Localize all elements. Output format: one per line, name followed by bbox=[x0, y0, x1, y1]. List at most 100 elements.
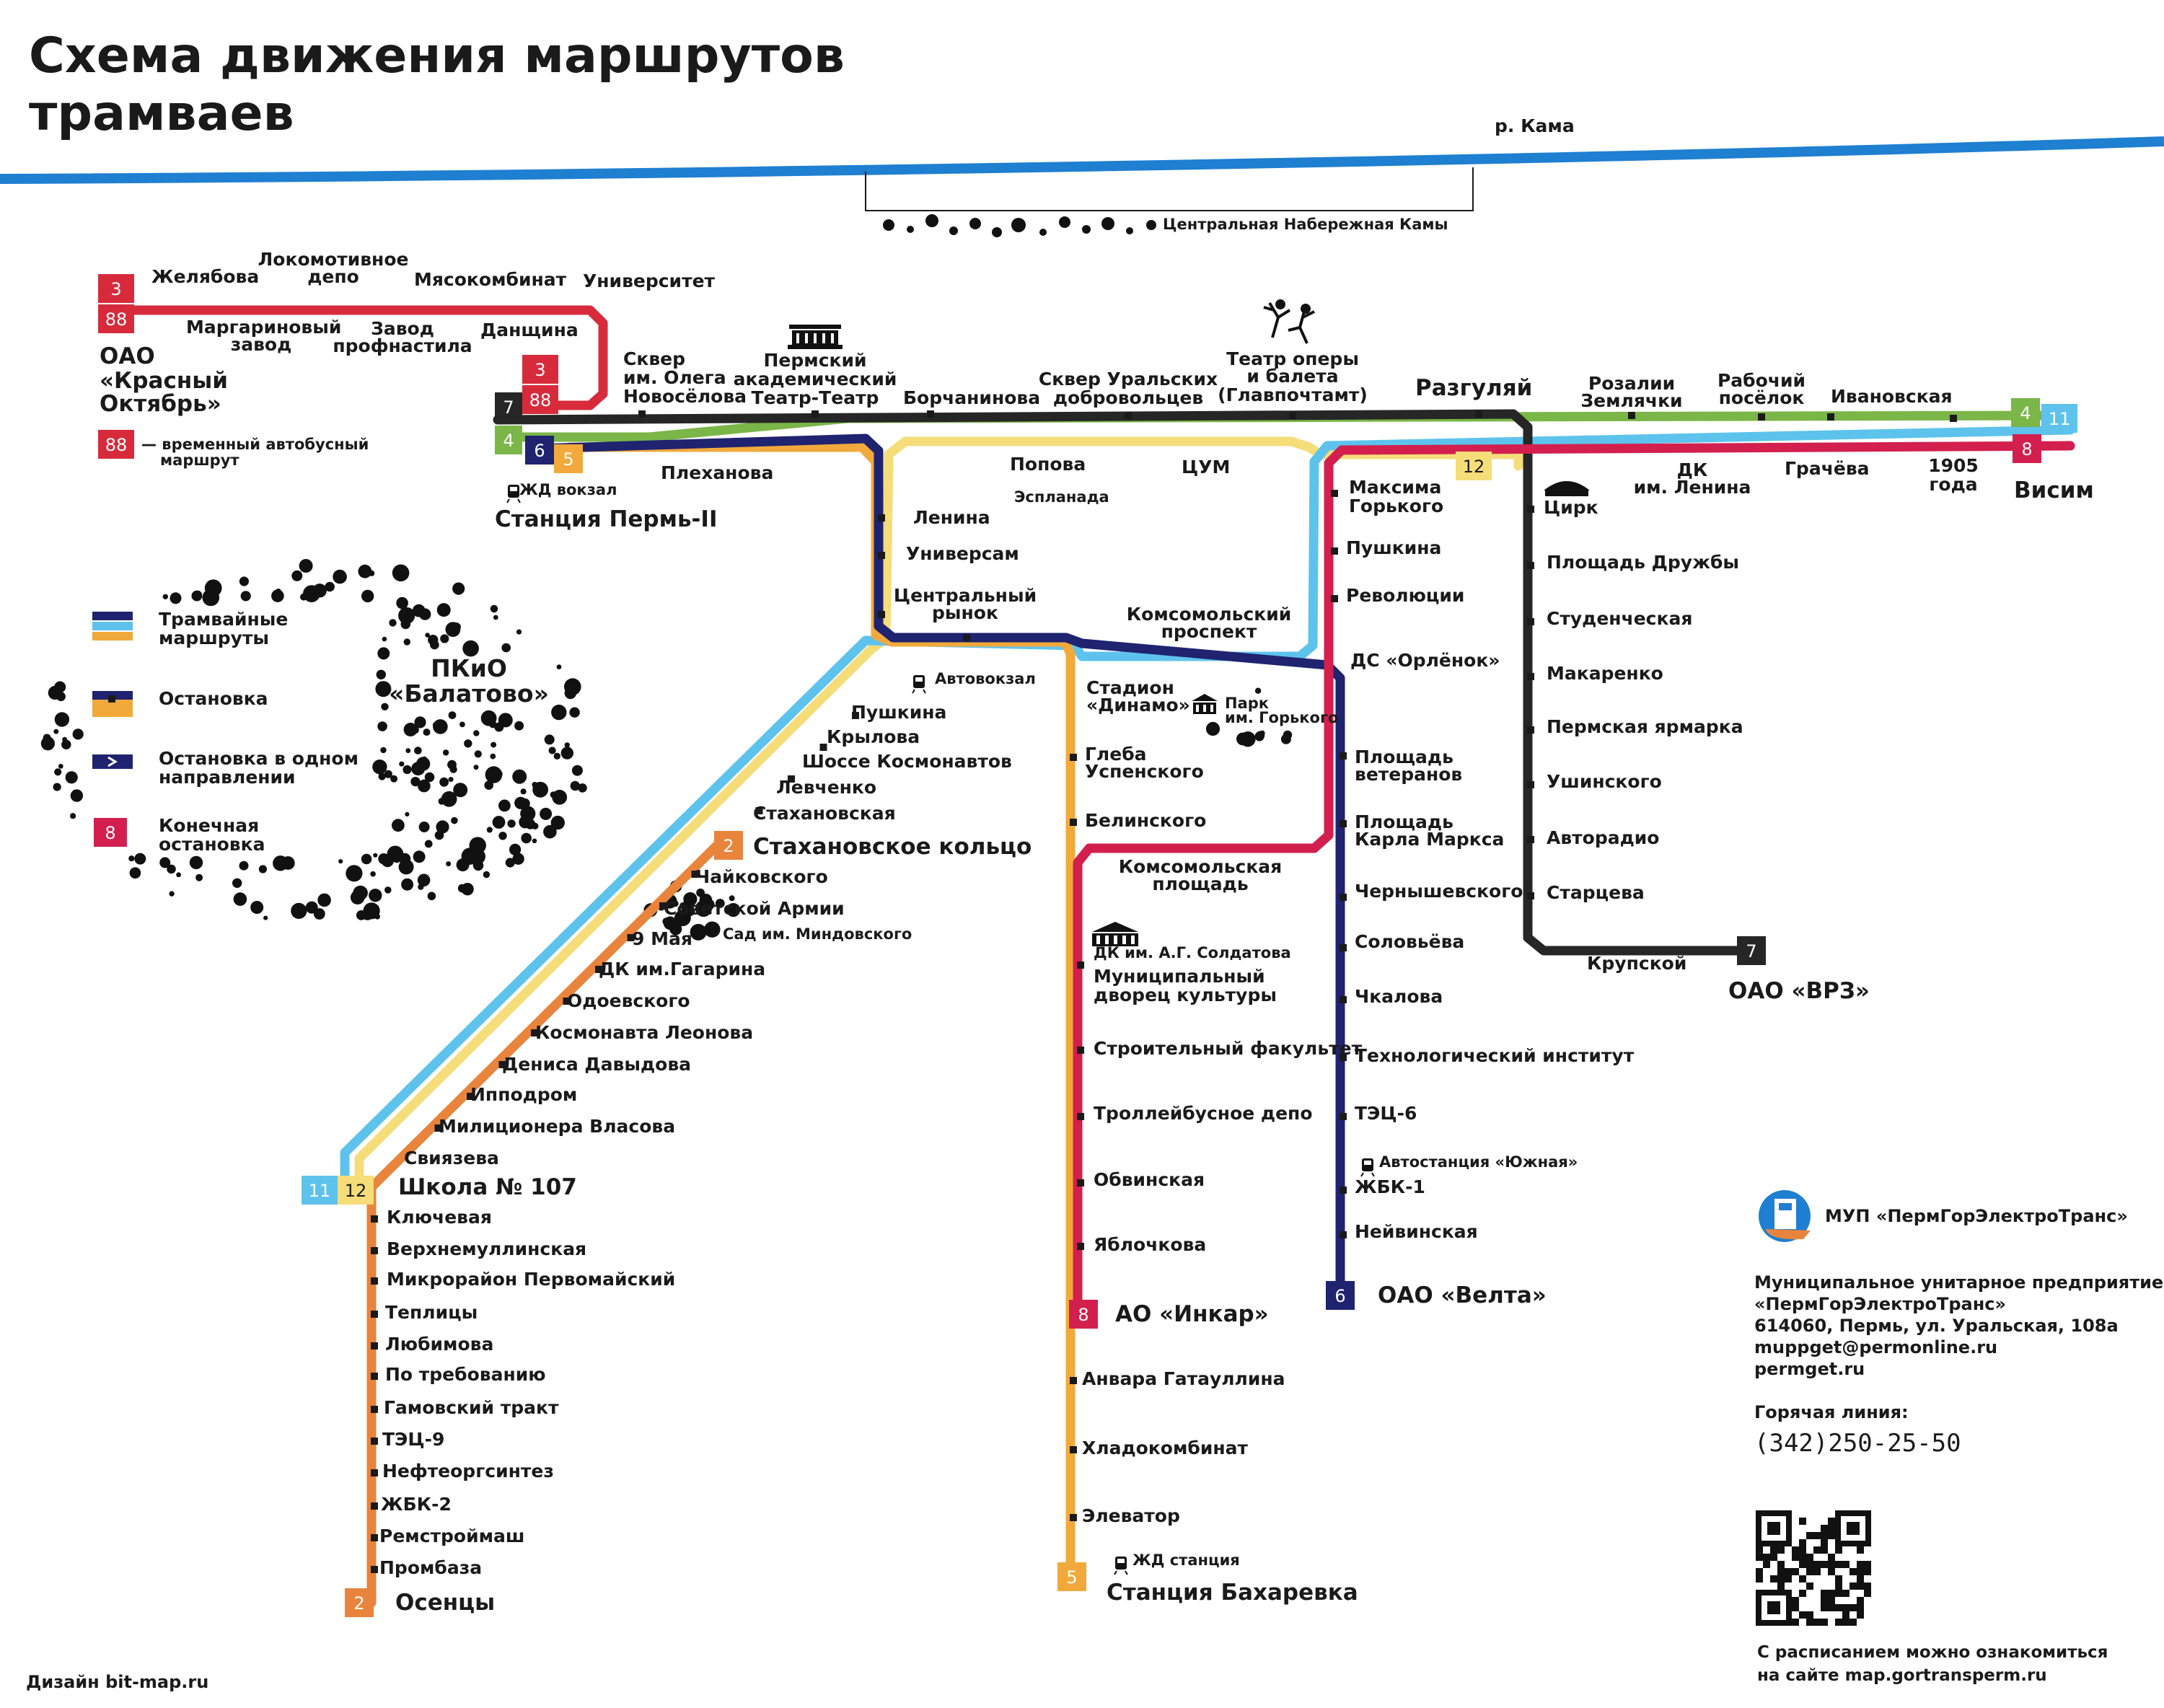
station-label-stroifak: Строительный факультет bbox=[1094, 1038, 1363, 1059]
train-icon bbox=[1114, 1557, 1128, 1575]
company-email[interactable]: muppget@permonline.ru bbox=[1754, 1337, 1997, 1357]
stop-tick bbox=[371, 1277, 378, 1285]
stop-tick bbox=[1527, 836, 1534, 843]
stop-tick bbox=[1077, 1243, 1084, 1250]
station-label-zhbk2: ЖБК-2 bbox=[381, 1494, 452, 1515]
station-label-kosmonavtov: Шоссе Космонавтов bbox=[802, 751, 1012, 772]
stop-tick bbox=[812, 410, 819, 418]
bus-route-num: 88 bbox=[105, 435, 128, 455]
hotline-label: Горячая линия: bbox=[1754, 1402, 1909, 1422]
station-label-solovyova: Соловьёва bbox=[1355, 931, 1464, 952]
station-label-bakharevka: Станция Бахаревка bbox=[1107, 1580, 1358, 1606]
route-8-line bbox=[1073, 441, 2075, 1312]
station-label-teplitsy: Теплицы bbox=[385, 1302, 478, 1323]
company-logo-icon bbox=[1759, 1190, 1811, 1242]
station-label-vlasova: Милиционера Власова bbox=[439, 1116, 675, 1137]
station-label-sad-mind: Сад им. Миндовского bbox=[723, 925, 912, 943]
stop-tick bbox=[1527, 892, 1534, 899]
qr-code[interactable] bbox=[1756, 1510, 1871, 1626]
bus-legend-2: маршрут bbox=[160, 452, 239, 469]
station-label-komsom-pl-2: площадь bbox=[1152, 873, 1248, 894]
station-label-razgulyay: Разгуляй bbox=[1415, 375, 1532, 401]
kama-river bbox=[0, 136, 2164, 184]
legend-stop: Остановка bbox=[159, 688, 268, 709]
stop-tick bbox=[1070, 754, 1077, 761]
stop-tick bbox=[1758, 413, 1765, 421]
station-label-zhelyabova: Желябова bbox=[151, 266, 259, 287]
badge-3-east: 3 bbox=[535, 360, 545, 380]
stop-tick bbox=[563, 998, 571, 1005]
station-label-sov-armii: Советской Армии bbox=[664, 898, 845, 919]
station-label-trolley-depo: Троллейбусное депо bbox=[1094, 1103, 1313, 1124]
station-label-vrz: ОАО «ВРЗ» bbox=[1728, 978, 1870, 1004]
station-label-gataullina: Анвара Гатауллина bbox=[1082, 1368, 1285, 1389]
stop-tick bbox=[371, 1438, 378, 1445]
embankment-trees bbox=[883, 214, 1156, 237]
station-label-danshchina: Данщина bbox=[480, 320, 579, 340]
stop-tick bbox=[1070, 1514, 1077, 1521]
badge-7-west: 7 bbox=[503, 397, 514, 418]
stop-tick bbox=[1527, 562, 1534, 569]
stop-tick bbox=[1950, 415, 1957, 422]
station-label-myaso: Мясокомбинат bbox=[414, 269, 567, 290]
station-label-borchaninova: Борчанинова bbox=[903, 387, 1040, 408]
station-label-tets6: ТЭЦ-6 bbox=[1355, 1103, 1417, 1124]
station-label-zavod-1: Завод bbox=[371, 318, 434, 339]
stop-tick bbox=[371, 1373, 378, 1380]
stop-tick bbox=[963, 634, 970, 641]
stop-tick bbox=[595, 966, 602, 973]
station-label-perm-teatr-3: Театр-Театр bbox=[752, 387, 879, 408]
station-label-skver-ural-1: Сквер Уральских bbox=[1039, 369, 1218, 389]
stop-tick bbox=[371, 1247, 378, 1254]
station-label-lyubimova: Любимова bbox=[385, 1334, 493, 1355]
badge-8-inkar: 8 bbox=[1078, 1305, 1088, 1325]
stop-tick bbox=[1077, 1179, 1084, 1187]
title-line2: трамваев bbox=[29, 85, 294, 142]
stop-tick bbox=[788, 775, 795, 783]
legend-routes-1: Трамвайные bbox=[159, 609, 288, 630]
company-site[interactable]: permget.ru bbox=[1754, 1359, 1865, 1379]
stop-tick bbox=[1077, 1047, 1084, 1054]
hotline-number: (342)250-25-50 bbox=[1754, 1429, 1961, 1458]
stop-tick bbox=[371, 1566, 378, 1573]
company-name: МУП «ПермГорЭлектроТранс» bbox=[1825, 1206, 2128, 1226]
station-label-krupskoy: Крупской bbox=[1587, 953, 1686, 974]
stop-tick bbox=[371, 1406, 378, 1413]
title-line1: Схема движения маршрутов bbox=[29, 27, 845, 84]
stop-tick bbox=[1340, 996, 1347, 1003]
stop-tick bbox=[627, 934, 635, 941]
stop-tick bbox=[755, 807, 763, 814]
river-label: р. Кама bbox=[1495, 115, 1575, 136]
station-label-pushkina-e: Пушкина bbox=[1346, 537, 1441, 558]
station-label-velta: ОАО «Велта» bbox=[1378, 1282, 1547, 1308]
station-label-levchenko: Левченко bbox=[776, 777, 876, 798]
dk-soldatova-icon bbox=[1092, 922, 1138, 946]
stop-tick bbox=[371, 1342, 378, 1350]
legend-swatch-orange bbox=[92, 632, 133, 640]
stop-tick bbox=[1827, 413, 1834, 421]
station-label-tekhinst: Технологический институт bbox=[1355, 1045, 1635, 1066]
station-label-perm2: Станция Пермь-II bbox=[495, 506, 718, 532]
park-balatovo-trees bbox=[40, 559, 587, 920]
station-label-g1905-1: 1905 bbox=[1928, 455, 1979, 476]
station-label-rabochiy-2: посёлок bbox=[1719, 387, 1805, 408]
station-label-mdk-2: дворец культуры bbox=[1094, 985, 1277, 1005]
stop-tick bbox=[1340, 1054, 1347, 1061]
stop-tick bbox=[1340, 1231, 1347, 1238]
station-label-zhd-stantsiya: ЖД станция bbox=[1132, 1551, 1240, 1569]
station-label-veteranov-2: ветеранов bbox=[1355, 764, 1462, 785]
station-label-prombaza: Промбаза bbox=[379, 1557, 482, 1578]
stop-tick bbox=[531, 1029, 538, 1036]
station-label-opera-2: и балета bbox=[1246, 366, 1338, 387]
badge-5-north: 5 bbox=[563, 449, 573, 470]
station-label-mdk-1: Муниципальный bbox=[1094, 966, 1265, 987]
badge-88-west: 88 bbox=[105, 309, 128, 330]
schedule-2: на сайте map.gortransperm.ru bbox=[1757, 1666, 2047, 1685]
station-label-gagarina: ДК им.Гагарина bbox=[599, 959, 765, 980]
badge-4-east: 4 bbox=[2020, 403, 2031, 423]
stop-tick bbox=[1070, 1446, 1077, 1453]
train-icons bbox=[506, 485, 1375, 1575]
station-label-avtoradio: Авторадио bbox=[1547, 827, 1659, 848]
